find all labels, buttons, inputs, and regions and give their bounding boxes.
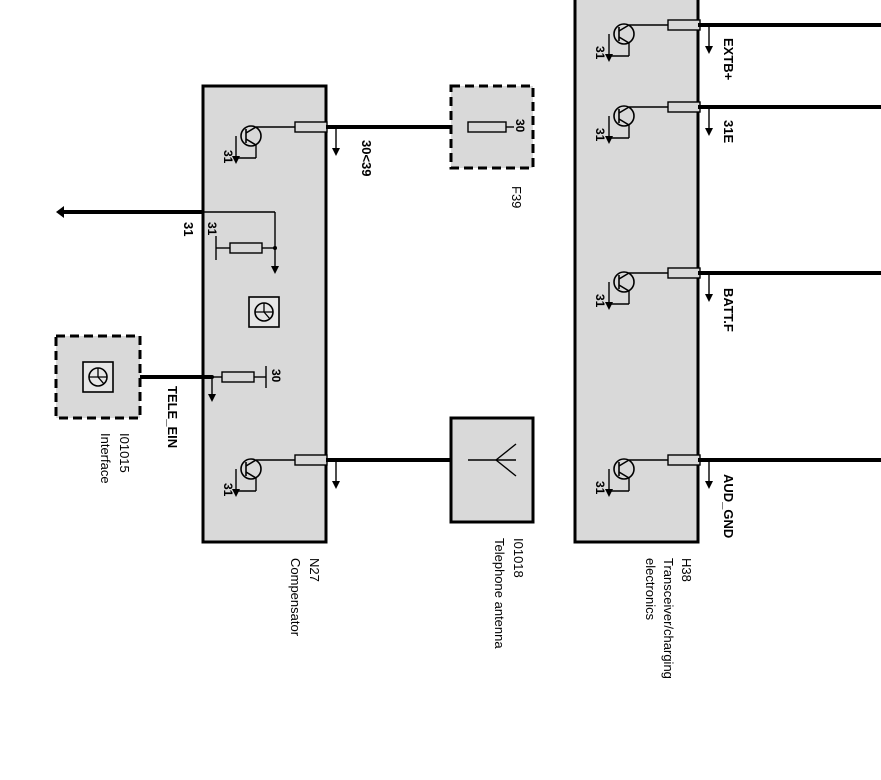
- h38-name-label-line2: electronics: [643, 558, 658, 621]
- h38-pin-31-31e: 31: [593, 128, 607, 142]
- n27-id-label: N27: [307, 558, 322, 582]
- transceiver-h38: 31 31 31 31 H38 Transceiver/charging ele…: [573, 0, 720, 679]
- interface-control-unit-icon: [82, 361, 114, 393]
- wire-tele-ein-label: TELE_EIN: [165, 386, 180, 448]
- fuse-f39: 30 F39: [449, 84, 535, 208]
- wire-31: 31: [56, 206, 203, 236]
- h38-name-label-line1: Transceiver/charging: [661, 558, 676, 679]
- wire-extb-label: EXTB+: [721, 38, 736, 81]
- wire-batt-label: BATT.F: [721, 288, 736, 332]
- antenna-id-label: I01018: [511, 538, 526, 578]
- n27-ground-resistor: [203, 211, 279, 274]
- n27-pin-30: 30: [269, 369, 283, 383]
- h38-pin-31-extb: 31: [593, 46, 607, 60]
- wire-30-39: 30<39: [326, 125, 468, 177]
- wire-extb: EXTB+: [698, 23, 881, 81]
- fuse-f39-id-label: F39: [509, 186, 524, 208]
- h38-pin-31-batt: 31: [593, 294, 607, 308]
- wire-31e: 31E: [698, 105, 881, 143]
- n27-pin-31-ground: 31: [205, 222, 219, 236]
- antenna-icon: [468, 443, 517, 477]
- h38-pin-31-aud: 31: [593, 481, 607, 495]
- interface-name-label: Interface: [98, 433, 113, 484]
- fuse-f39-pin-30: 30: [513, 119, 527, 133]
- antenna-i01018: I01018 Telephone antenna: [449, 416, 535, 649]
- wire-31-label: 31: [181, 222, 196, 236]
- antenna-box: [449, 416, 535, 524]
- n27-control-unit-icon: [248, 296, 280, 328]
- wire-30-39-label: 30<39: [359, 140, 374, 177]
- wire-aud-gnd: AUD_GND: [698, 458, 881, 538]
- h38-id-label: H38: [679, 558, 694, 582]
- n27-pin-31-top: 31: [221, 150, 235, 164]
- wire-batt: BATT.F: [698, 271, 881, 332]
- n27-name-label: Compensator: [288, 558, 303, 637]
- compensator-n27: 31 31 30 31 N27 Compensator: [201, 84, 347, 637]
- interface-id-label: I01015: [117, 433, 132, 473]
- n27-pin-31-bottom: 31: [221, 483, 235, 497]
- wire-tele-ein: TELE_EIN: [140, 375, 212, 448]
- wire-aud-gnd-label: AUD_GND: [721, 474, 736, 538]
- wire-31e-label: 31E: [721, 120, 736, 143]
- interface-i01015: I01015 Interface: [54, 334, 142, 484]
- antenna-name-label: Telephone antenna: [492, 538, 507, 649]
